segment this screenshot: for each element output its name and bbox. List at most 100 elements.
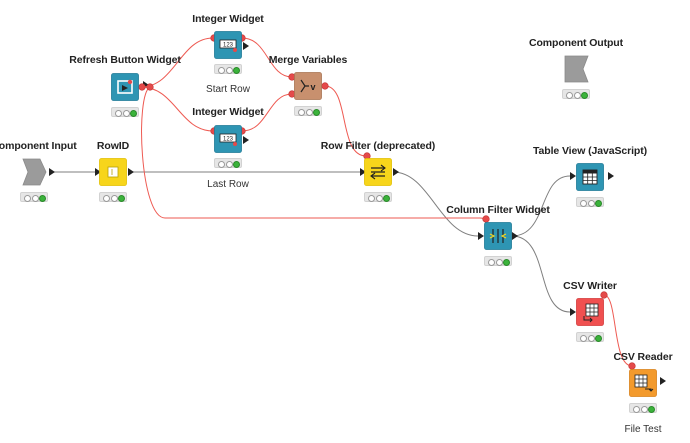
- connection-columnfilter-to-tableview[interactable]: [511, 175, 571, 237]
- csv-writer-icon[interactable]: [576, 298, 604, 326]
- status-dot: [633, 405, 640, 413]
- arrow-head: [360, 168, 366, 176]
- node-title: Table View (JavaScript): [532, 145, 648, 157]
- status-dot: [24, 194, 31, 202]
- arrow-head: [95, 168, 101, 176]
- arrow-head: [128, 168, 134, 176]
- status-indicator: [629, 403, 657, 413]
- status-dot-ok: [503, 258, 510, 266]
- arrow-head: [243, 42, 249, 50]
- status-dot-ok: [595, 334, 602, 342]
- status-indicator: [214, 158, 242, 168]
- status-dot-ok: [595, 199, 602, 207]
- arrow-head: [393, 168, 399, 176]
- node-title: Integer Widget: [192, 13, 264, 25]
- status-dot: [115, 109, 122, 117]
- component-input-icon[interactable]: [20, 158, 48, 186]
- status-dot: [225, 66, 233, 74]
- node-title: Integer Widget: [192, 106, 264, 118]
- connection-columnfilter-to-csvwriter[interactable]: [511, 235, 571, 313]
- arrow-head: [608, 172, 614, 180]
- csv-reader-icon[interactable]: [629, 369, 657, 397]
- status-dot: [122, 109, 130, 117]
- status-dot: [488, 258, 495, 266]
- svg-text:123: 123: [223, 137, 234, 143]
- status-dot-ok: [233, 66, 240, 74]
- arrow-head: [570, 172, 576, 180]
- node-annotation: Start Row: [206, 84, 250, 95]
- status-dot: [566, 91, 573, 99]
- status-dot: [580, 334, 587, 342]
- node-title: Component Input: [0, 140, 77, 152]
- status-dot: [368, 194, 375, 202]
- column-filter-icon[interactable]: [484, 222, 512, 250]
- varconn-merge-to-rowfilter[interactable]: [324, 85, 367, 157]
- node-title: Merge Variables: [268, 54, 348, 66]
- status-dot: [587, 334, 595, 342]
- status-indicator: [576, 197, 604, 207]
- status-indicator: [484, 256, 512, 266]
- status-dot: [298, 108, 305, 116]
- node-title: CSV Writer: [563, 280, 617, 292]
- status-dot-ok: [648, 405, 655, 413]
- status-dot: [495, 258, 503, 266]
- status-dot: [587, 199, 595, 207]
- node-annotation: File Test: [624, 424, 662, 435]
- status-dot: [103, 194, 110, 202]
- node-title: CSV Reader: [613, 351, 673, 363]
- integer-input-icon[interactable]: 123: [214, 125, 242, 153]
- node-title: Column Filter Widget: [446, 204, 550, 216]
- svg-text:123: 123: [223, 43, 234, 49]
- merge-variables-icon[interactable]: v: [294, 72, 322, 100]
- status-dot: [110, 194, 118, 202]
- arrow-head: [570, 308, 576, 316]
- status-dot: [375, 194, 383, 202]
- status-indicator: [294, 106, 322, 116]
- node-title: Component Output: [528, 37, 624, 49]
- status-dot-ok: [233, 160, 240, 168]
- node-title: Refresh Button Widget: [69, 54, 181, 66]
- status-dot: [218, 66, 225, 74]
- status-dot: [573, 91, 581, 99]
- node-title: RowID: [96, 140, 130, 152]
- arrow-head: [660, 377, 666, 385]
- status-dot-ok: [130, 109, 137, 117]
- status-indicator: [576, 332, 604, 342]
- connection-rowfilter-to-columnfilter[interactable]: [392, 171, 479, 237]
- status-indicator: [214, 64, 242, 74]
- status-dot-ok: [313, 108, 320, 116]
- status-dot-ok: [39, 194, 46, 202]
- status-dot: [580, 199, 587, 207]
- varconn-integer1-to-merge[interactable]: [241, 37, 293, 78]
- status-indicator: [562, 89, 590, 99]
- varconn-csvwriter-to-csvreader[interactable]: [603, 294, 633, 367]
- svg-text:v: v: [310, 82, 315, 92]
- status-dot: [305, 108, 313, 116]
- status-dot-ok: [383, 194, 390, 202]
- row-filter-icon[interactable]: [364, 158, 392, 186]
- status-indicator: [20, 192, 48, 202]
- variable-port[interactable]: [138, 83, 146, 91]
- integer-input-icon[interactable]: 123: [214, 31, 242, 59]
- table-view-icon[interactable]: [576, 163, 604, 191]
- component-output-icon[interactable]: [562, 55, 590, 83]
- status-dot: [225, 160, 233, 168]
- arrow-head: [512, 232, 518, 240]
- refresh-button-icon[interactable]: [111, 73, 139, 101]
- arrow-head: [243, 136, 249, 144]
- status-dot: [218, 160, 225, 168]
- status-dot: [31, 194, 39, 202]
- variable-port[interactable]: [600, 291, 608, 299]
- status-indicator: [364, 192, 392, 202]
- status-dot-ok: [118, 194, 125, 202]
- node-annotation: Last Row: [207, 179, 249, 190]
- rowid-icon[interactable]: [99, 158, 127, 186]
- arrow-head: [478, 232, 484, 240]
- varconn-integer2-to-merge[interactable]: [241, 93, 293, 132]
- status-indicator: [111, 107, 139, 117]
- status-dot: [640, 405, 648, 413]
- variable-port[interactable]: [321, 82, 329, 90]
- status-dot-ok: [581, 91, 588, 99]
- variable-port[interactable]: [146, 83, 154, 91]
- arrow-head: [49, 168, 55, 176]
